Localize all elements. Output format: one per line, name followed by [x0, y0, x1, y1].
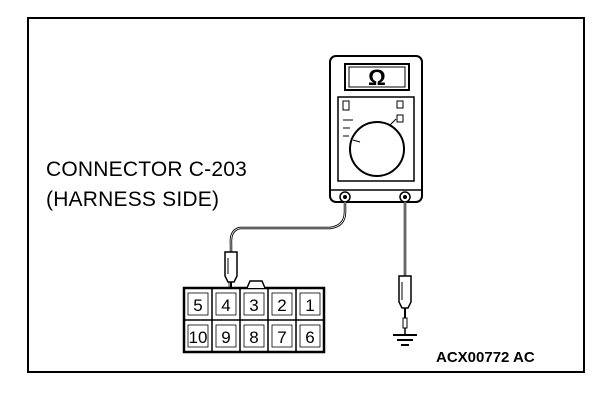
pin-cavity: [271, 324, 293, 348]
pin-cavity: [299, 324, 321, 348]
pin-number-10: 10: [189, 328, 208, 347]
connector-label-line2: (HARNESS SIDE): [46, 188, 219, 211]
pin-number-5: 5: [193, 296, 202, 315]
connector-label-line1: CONNECTOR C-203: [46, 158, 247, 181]
pin-cavity: [215, 324, 237, 348]
pin-cavity: [243, 324, 265, 348]
pin-number-7: 7: [277, 328, 286, 347]
selector-dial: [349, 121, 405, 177]
pin-number-1: 1: [305, 296, 314, 315]
probe-ground-side: [398, 275, 412, 329]
pin-number-6: 6: [305, 328, 314, 347]
probe-connector-side: [224, 251, 238, 300]
figure-code: ACX00772 AC: [436, 349, 535, 366]
pin-cavity: [243, 292, 265, 316]
pin-number-4: 4: [221, 296, 230, 315]
pin-cavity: [215, 292, 237, 316]
pin-number-3: 3: [249, 296, 258, 315]
ground-icon: [393, 328, 417, 346]
pin-cavity: [187, 292, 209, 316]
pin-cavity: [187, 324, 209, 348]
meter-display: [344, 63, 410, 91]
diagram-frame: [27, 17, 585, 373]
test-lead-to-connector: [229, 202, 347, 252]
pin-number-9: 9: [221, 328, 230, 347]
pin-number-2: 2: [277, 296, 286, 315]
ohm-symbol: Ω: [368, 65, 386, 90]
selector-panel: [337, 96, 415, 182]
multimeter: Ω: [329, 55, 423, 203]
pin-number-8: 8: [249, 328, 258, 347]
pin-cavity: [299, 292, 321, 316]
pin-cavity: [271, 292, 293, 316]
